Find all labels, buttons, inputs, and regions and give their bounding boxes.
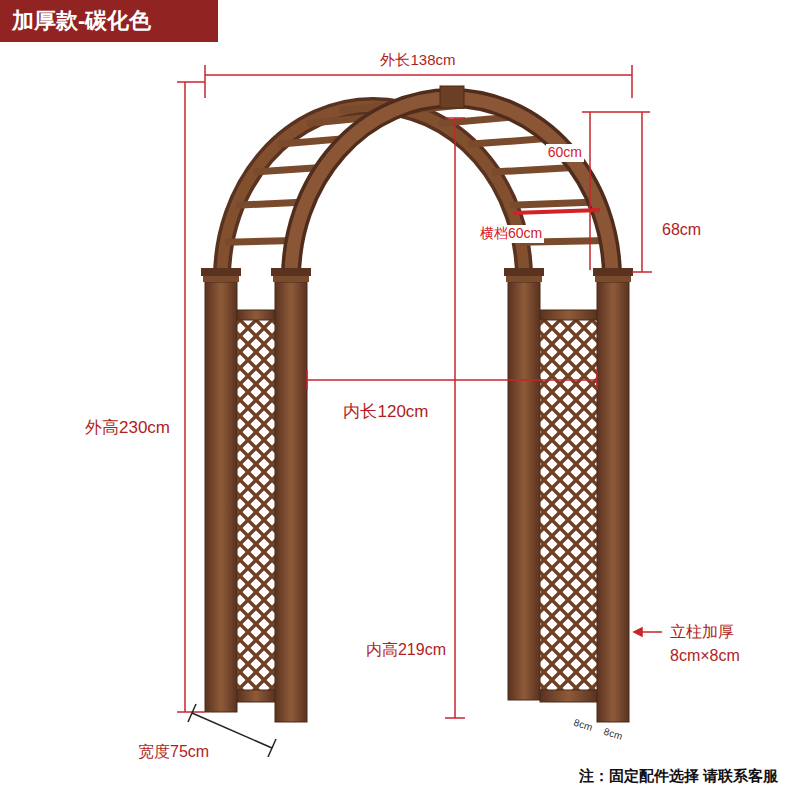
lattice-rail bbox=[540, 310, 597, 320]
title-text: 加厚款-碳化色 bbox=[12, 7, 151, 35]
post-cap bbox=[201, 268, 241, 276]
post-cap bbox=[273, 276, 309, 282]
dimension-line bbox=[589, 112, 591, 270]
front-post bbox=[275, 282, 307, 722]
dimension-line bbox=[205, 74, 632, 76]
front-post bbox=[597, 282, 629, 722]
dimension-line bbox=[454, 118, 456, 718]
post-cap bbox=[595, 276, 631, 282]
post-size-label: 立柱加厚 8cm×8cm bbox=[668, 620, 756, 668]
title-banner bbox=[0, 0, 218, 42]
arch-top-block bbox=[440, 86, 464, 108]
post-cap bbox=[506, 276, 542, 282]
front-arch bbox=[291, 98, 612, 278]
dimension-label: 宽度75cm bbox=[136, 742, 211, 762]
dimension-line bbox=[184, 82, 186, 712]
post-width-label: 8cm bbox=[570, 716, 596, 735]
lattice-rail bbox=[237, 310, 275, 320]
arch-slats bbox=[225, 98, 608, 242]
dimension-tick bbox=[188, 704, 196, 722]
post-cap bbox=[504, 268, 544, 276]
dimension-tick bbox=[582, 111, 650, 113]
lattice-panel bbox=[540, 318, 597, 692]
dimension-tick bbox=[632, 271, 652, 273]
dimension-tick bbox=[268, 739, 276, 757]
post-cap bbox=[271, 268, 311, 276]
dimension-tick bbox=[177, 711, 205, 713]
dimension-lines bbox=[177, 65, 662, 718]
crossbar-highlight bbox=[513, 210, 600, 213]
leader-arrowhead bbox=[634, 628, 642, 636]
rear-post bbox=[508, 282, 540, 700]
post-width-label: 8cm bbox=[600, 725, 626, 744]
post-cap bbox=[203, 276, 239, 282]
dimension-line bbox=[641, 112, 643, 272]
dimension-tick bbox=[631, 65, 633, 98]
lattice-rail bbox=[237, 690, 275, 702]
dimension-line bbox=[307, 379, 597, 381]
rear-post bbox=[205, 282, 237, 712]
arch-slat bbox=[492, 167, 578, 172]
lattice-rail bbox=[540, 690, 597, 702]
dimension-tick bbox=[177, 81, 205, 83]
dimension-label: 内长120cm bbox=[341, 401, 430, 422]
lattice-panel bbox=[237, 318, 275, 692]
dimension-label: 外长138cm bbox=[378, 51, 457, 70]
dimension-tick bbox=[445, 717, 465, 719]
note-text: 注：固定配件选择 请联系客服 bbox=[577, 767, 780, 786]
dimension-label: 内高219cm bbox=[364, 640, 448, 660]
dimension-tick bbox=[445, 117, 465, 119]
dimension-tick bbox=[306, 370, 308, 390]
front-arch-face bbox=[291, 98, 612, 278]
dimension-label: 60cm bbox=[546, 144, 584, 162]
arch-slat bbox=[510, 202, 597, 205]
dimension-label: 横档60cm bbox=[478, 225, 544, 243]
post-cap bbox=[593, 268, 633, 276]
dimension-tick bbox=[596, 370, 598, 390]
dimension-label: 68cm bbox=[660, 220, 703, 240]
dimension-label: 外高230cm bbox=[83, 417, 172, 438]
